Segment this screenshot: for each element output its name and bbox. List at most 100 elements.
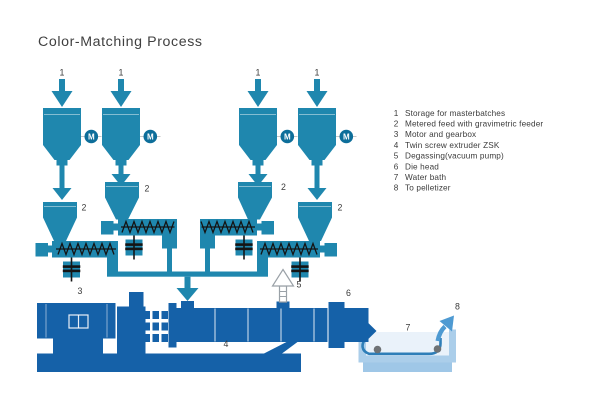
die-head	[328, 302, 377, 348]
drop-arrow-shaft	[314, 165, 320, 188]
legend-item-num: 7	[394, 173, 399, 182]
legend-item-text: Storage for masterbatches	[405, 109, 505, 118]
motor-badge	[143, 129, 158, 144]
infeed-arrow-icon	[110, 91, 132, 107]
infeed-arrow-shaft	[118, 79, 124, 91]
feeder-funnel	[43, 217, 77, 241]
feeder-label: 2	[145, 184, 150, 194]
exit-arrow-icon	[439, 315, 454, 332]
feeder-funnel	[105, 197, 139, 220]
vent-port	[276, 301, 290, 309]
screw-drive-neck	[320, 245, 325, 253]
feeder-funnel	[238, 197, 272, 220]
legend: 1 Storage for masterbatches 2 Metered fe…	[394, 109, 544, 193]
hopper-funnel	[239, 145, 277, 160]
hopper-neck	[115, 160, 127, 166]
hopper-body	[102, 108, 140, 145]
motor-body	[37, 303, 116, 339]
legend-item-text: Die head	[405, 162, 439, 171]
motor-badge	[84, 129, 99, 144]
hopper-neck	[252, 160, 264, 166]
loadcell-plate	[235, 247, 253, 251]
hopper-funnel	[43, 145, 81, 160]
feed-arrow-shaft	[184, 276, 191, 288]
loadcell-plate	[62, 269, 81, 273]
barrel-flange	[168, 303, 177, 348]
loadcell-plate	[291, 265, 309, 268]
infeed-arrow-shaft	[59, 79, 65, 91]
storage-label: 1	[60, 68, 65, 78]
loadcell-plate	[125, 247, 143, 251]
legend-item-num: 6	[394, 162, 399, 171]
screw-drive-neck	[113, 223, 118, 231]
storage-unit-3: 1 M	[239, 68, 298, 186]
legend-item-text: To pelletizer	[405, 184, 451, 193]
feed-arrow-icon	[176, 288, 199, 301]
motor-pedestal	[53, 338, 103, 354]
label-water-bath: 7	[406, 323, 411, 333]
barrel-support	[264, 342, 298, 354]
infeed-arrow-shaft	[314, 79, 320, 91]
feeder-label: 2	[338, 203, 343, 213]
exit-arrow-shaft	[435, 324, 447, 342]
motor-letter: M	[147, 132, 154, 141]
loadcell-plate	[62, 265, 81, 268]
drop-arrow-icon	[52, 188, 72, 200]
drop-arrow-icon	[111, 174, 131, 186]
feeder-funnel	[298, 217, 332, 241]
loadcell-plate	[291, 269, 309, 273]
gearbox-tower	[117, 292, 146, 354]
feeder-unit-4: 2	[257, 202, 343, 282]
feeder-hopper	[105, 182, 139, 198]
label-pelletizer: 8	[455, 302, 460, 312]
legend-item-num: 4	[394, 141, 399, 150]
collector-manifold	[107, 271, 268, 301]
storage-unit-2: 1 M	[102, 68, 161, 186]
feeder-unit-1: 2	[35, 202, 118, 282]
motor-letter: M	[284, 132, 291, 141]
callout-labels: 3 4 5 6 7 8	[78, 280, 461, 350]
feeder-unit-2: 2	[101, 182, 177, 272]
legend-item-num: 5	[394, 152, 399, 161]
motor-badge	[339, 129, 354, 144]
vent-stem	[278, 285, 288, 303]
feed-port	[181, 301, 194, 309]
screw-drive	[101, 221, 114, 235]
extruder-assembly	[37, 292, 328, 372]
water-bath	[358, 315, 456, 372]
page-title: Color-Matching Process	[38, 34, 203, 50]
bath-tub	[358, 329, 456, 363]
die-head-collar	[328, 302, 345, 348]
infeed-arrow-icon	[247, 91, 269, 107]
legend-item-num: 1	[394, 109, 399, 118]
legend-item-num: 3	[394, 130, 399, 139]
label-degassing: 5	[297, 280, 302, 290]
motor-letter: M	[88, 132, 95, 141]
hopper-body	[43, 108, 81, 145]
extruder-barrel	[176, 308, 328, 342]
feeder-label: 2	[281, 182, 286, 192]
hopper-funnel	[102, 145, 140, 160]
feeder-outlet	[162, 235, 177, 249]
feeder-hopper	[238, 182, 272, 198]
vacuum-arrow-icon	[271, 268, 295, 287]
hopper-body	[239, 108, 277, 145]
drop-arrow-shaft	[59, 165, 65, 188]
feeder-label: 2	[82, 203, 87, 213]
feeder-downpipe	[167, 248, 172, 272]
feeder-hopper	[298, 202, 332, 218]
label-motor-gearbox: 3	[78, 286, 83, 296]
screw-drive-neck	[48, 245, 53, 253]
infeed-arrow-shaft	[255, 79, 261, 91]
coupling-grid	[143, 311, 168, 342]
legend-item-text: Water bath	[405, 173, 447, 182]
legend-item-num: 8	[394, 184, 399, 193]
screw-drive-neck	[257, 223, 262, 231]
storage-unit-4: 1 M	[298, 68, 357, 200]
feeder-unit-3: 2	[200, 182, 286, 272]
screw-drive	[35, 243, 48, 257]
screw-icon	[260, 241, 318, 257]
bath-base	[363, 362, 452, 372]
legend-item-text: Metered feed with gravimetric feeder	[405, 120, 543, 129]
